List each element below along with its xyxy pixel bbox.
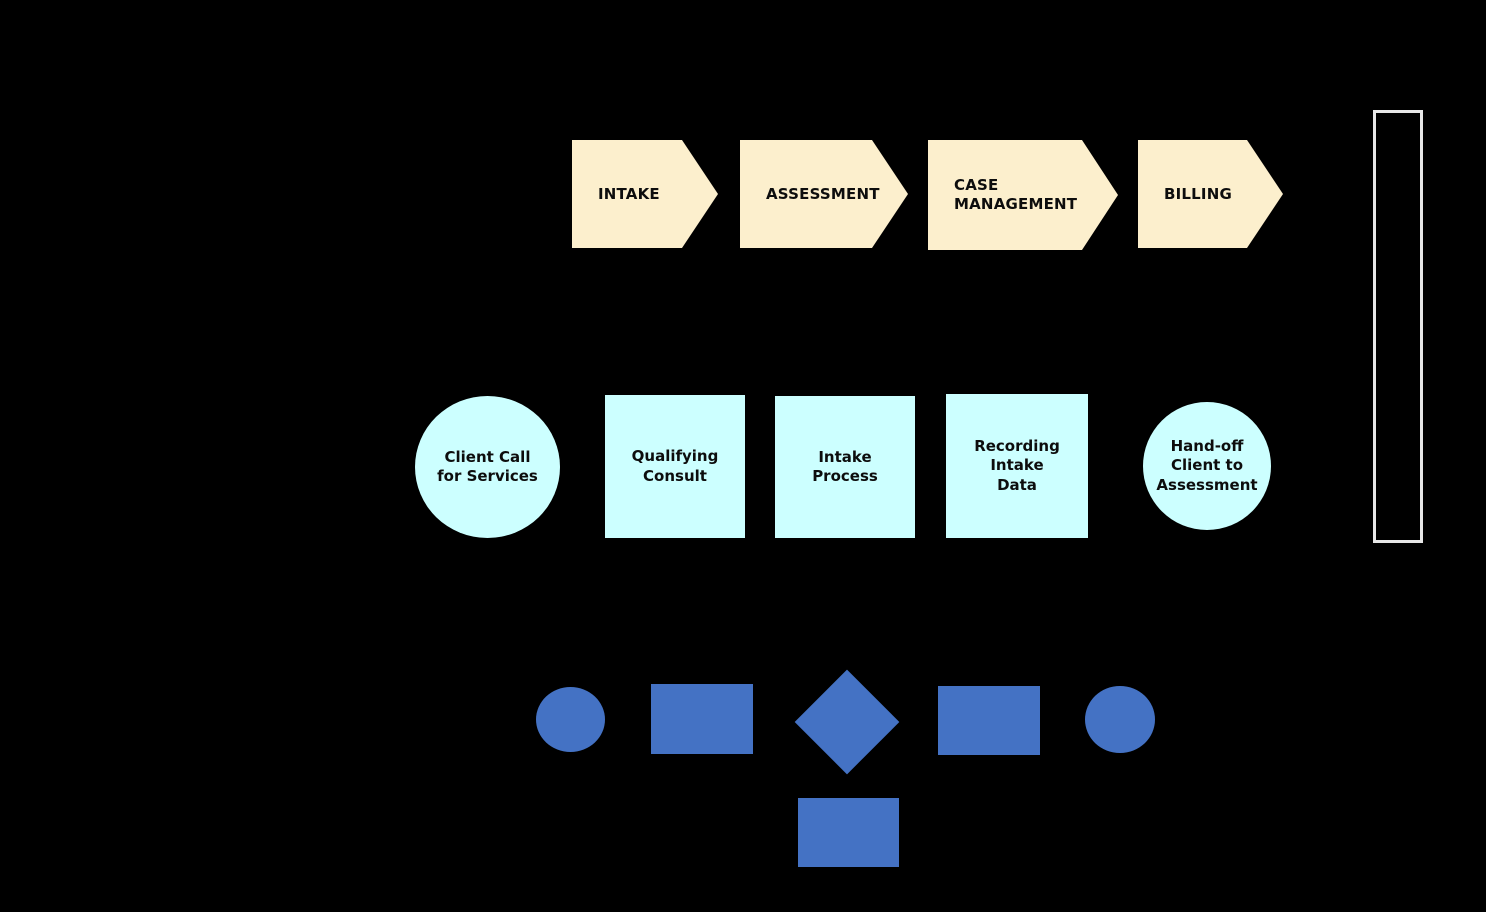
side-panel-container[interactable]: [1373, 110, 1423, 543]
legend-shape-process-step-one[interactable]: [651, 684, 753, 754]
process-node-label: Recording Intake Data: [974, 437, 1060, 494]
legend-shape-process-step-two[interactable]: [938, 686, 1040, 755]
process-node-hand-off-client[interactable]: Hand-off Client to Assessment: [1143, 402, 1271, 530]
process-node-label: Hand-off Client to Assessment: [1156, 437, 1258, 494]
process-node-intake-process[interactable]: Intake Process: [775, 396, 915, 538]
process-node-qualifying-consult[interactable]: Qualifying Consult: [605, 395, 745, 538]
phase-chevron-label: CASE MANAGEMENT: [954, 176, 1078, 213]
phase-chevron-label: ASSESSMENT: [766, 184, 880, 203]
legend-shape-start-terminator[interactable]: [536, 687, 605, 752]
legend-shape-decision-point[interactable]: [794, 669, 900, 775]
phase-chevron-intake[interactable]: INTAKE: [572, 140, 718, 248]
phase-chevron-assessment[interactable]: ASSESSMENT: [740, 140, 908, 248]
phase-chevron-billing[interactable]: BILLING: [1138, 140, 1283, 248]
phase-chevron-case-management[interactable]: CASE MANAGEMENT: [928, 140, 1118, 250]
phase-chevron-label: BILLING: [1164, 184, 1232, 203]
process-node-client-call[interactable]: Client Call for Services: [415, 396, 560, 538]
legend-shape-end-terminator[interactable]: [1085, 686, 1155, 753]
process-node-label: Qualifying Consult: [631, 447, 719, 485]
legend-shape-decision-branch-step[interactable]: [798, 798, 899, 867]
process-node-recording-intake-data[interactable]: Recording Intake Data: [946, 394, 1088, 538]
phase-chevron-label: INTAKE: [598, 184, 660, 203]
process-node-label: Client Call for Services: [437, 447, 538, 485]
process-node-label: Intake Process: [812, 447, 878, 485]
